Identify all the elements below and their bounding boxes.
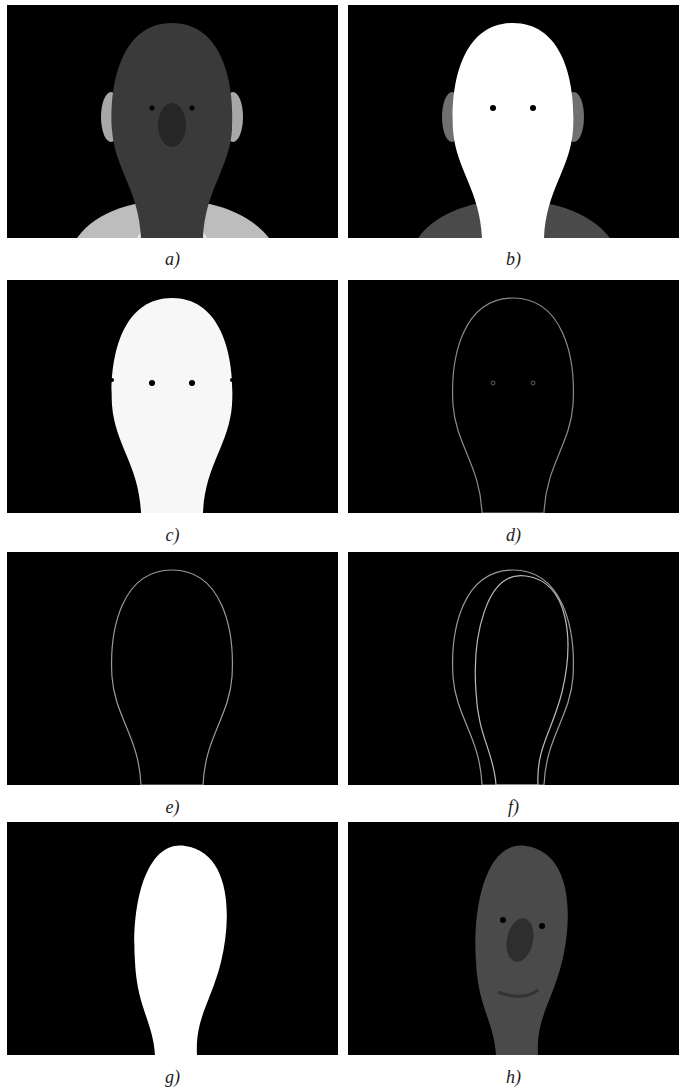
panel-label: g): [7, 1066, 338, 1088]
depth-image-svg: [348, 5, 679, 238]
panel-label: h): [348, 1066, 679, 1088]
mask-image: [7, 822, 338, 1055]
contour-image: [7, 552, 338, 785]
depth-image: [348, 5, 679, 238]
depth-image-svg: [7, 5, 338, 238]
depth-image: [7, 5, 338, 238]
contour-image-svg: [7, 552, 338, 785]
segmented-image-svg: [7, 280, 338, 513]
panel-label: e): [7, 796, 338, 818]
edge-image-svg: [348, 280, 679, 513]
panel-label: d): [348, 524, 679, 546]
ellipse-fit-image: [348, 552, 679, 785]
face-result-image: [348, 822, 679, 1055]
panel-label: c): [7, 524, 338, 546]
panel-label: b): [348, 248, 679, 270]
panel-label: a): [7, 248, 338, 270]
mask-image-svg: [7, 822, 338, 1055]
panel-label: f): [348, 796, 679, 818]
ellipse-fit-image-svg: [348, 552, 679, 785]
edge-image: [348, 280, 679, 513]
segmented-image: [7, 280, 338, 513]
face-result-image-svg: [348, 822, 679, 1055]
